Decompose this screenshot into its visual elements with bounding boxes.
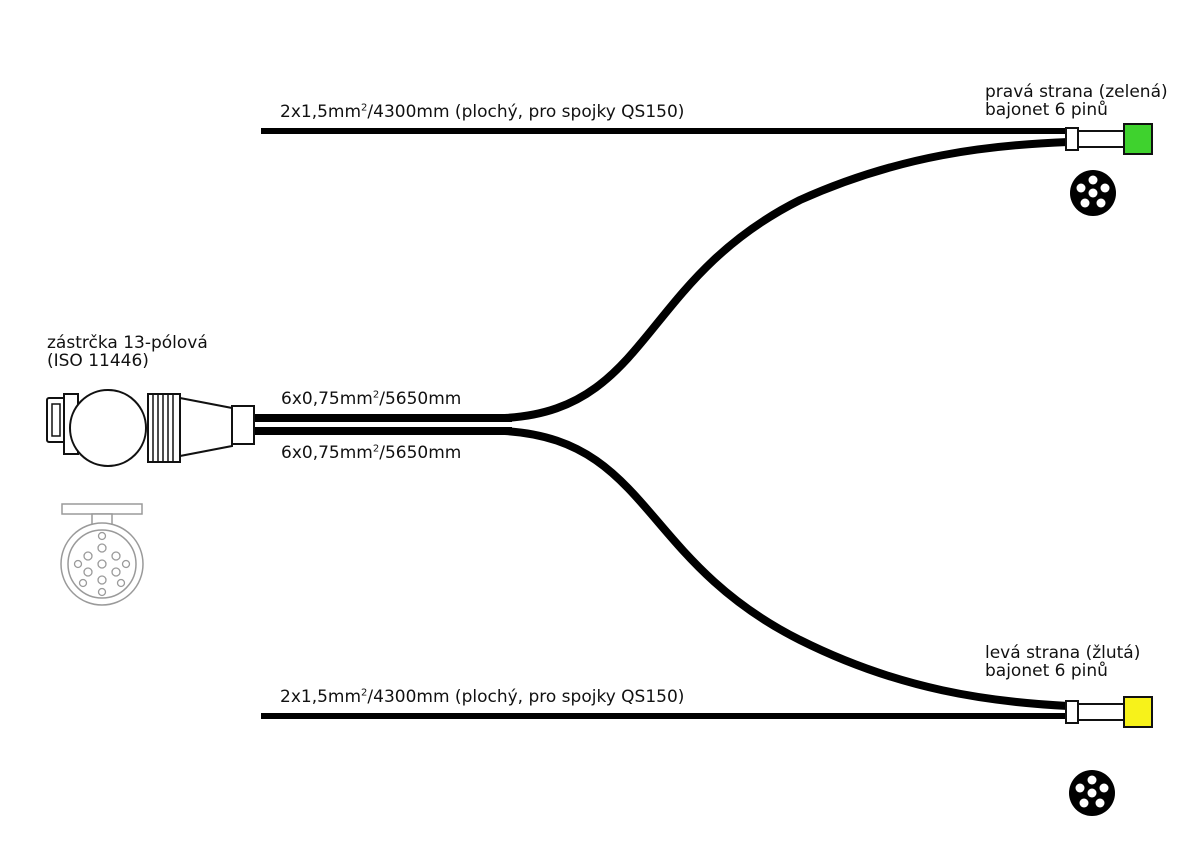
top-flat-prefix: 2x1,5mm — [280, 102, 362, 122]
plug-13-pin-side-view — [46, 389, 255, 467]
right-side-line1: pravá strana (zelená) — [985, 82, 1168, 102]
branch-to-right-side — [504, 138, 1069, 422]
left-connector-color-block — [1123, 696, 1153, 728]
left-side-line1: levá strana (žlutá) — [985, 643, 1141, 663]
right-connector-color-block — [1123, 123, 1153, 155]
top-flat-cable-label: 2x1,5mm2/4300mm (plochý, pro spojky QS15… — [280, 103, 684, 121]
main-lower-suffix: /5650mm — [379, 443, 462, 463]
top-flat-suffix: /4300mm (plochý, pro spojky QS150) — [367, 102, 685, 122]
top-flat-sup: 2 — [361, 102, 368, 114]
plug-title-line1: zástrčka 13-pólová — [47, 333, 208, 353]
right-bayonet-connector — [1065, 123, 1153, 155]
main-lower-sup: 2 — [372, 443, 380, 455]
bottom-flat-cable-label: 2x1,5mm2/4300mm (plochý, pro spojky QS15… — [280, 688, 684, 706]
plug-title: zástrčka 13-pólová (ISO 11446) — [47, 334, 208, 370]
right-side-line2: bajonet 6 pinů — [985, 100, 1108, 120]
main-lower-prefix: 6x0,75mm — [281, 443, 373, 463]
plug-title-line2: (ISO 11446) — [47, 351, 149, 371]
main-upper-sup: 2 — [372, 389, 380, 401]
left-bayonet-connector — [1065, 696, 1153, 728]
main-cable-lower-label: 6x0,75mm2/5650mm — [281, 444, 461, 462]
main-upper-suffix: /5650mm — [379, 389, 462, 409]
bottom-flat-sup: 2 — [361, 687, 368, 699]
bottom-flat-suffix: /4300mm (plochý, pro spojky QS150) — [367, 687, 685, 707]
right-6-pin-face-icon — [1070, 170, 1116, 216]
main-cable-upper-label: 6x0,75mm2/5650mm — [281, 390, 461, 408]
bottom-flat-prefix: 2x1,5mm — [280, 687, 362, 707]
left-6-pin-face-icon — [1069, 770, 1115, 816]
right-side-label: pravá strana (zelená) bajonet 6 pinů — [985, 83, 1168, 119]
left-side-label: levá strana (žlutá) bajonet 6 pinů — [985, 644, 1140, 680]
main-upper-prefix: 6x0,75mm — [281, 389, 373, 409]
plug-13-pin-face-view — [60, 503, 144, 606]
left-side-line2: bajonet 6 pinů — [985, 661, 1108, 681]
branch-to-left-side — [504, 427, 1069, 710]
